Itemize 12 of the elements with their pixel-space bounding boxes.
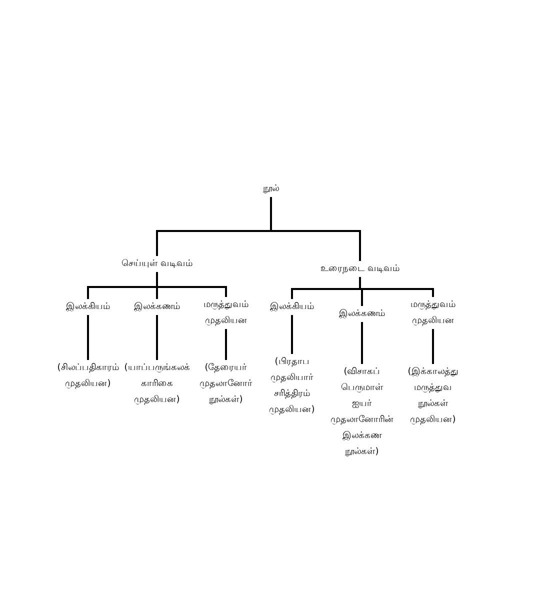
- connector-line: [361, 322, 363, 364]
- connector-line: [87, 315, 89, 360]
- connector-line: [432, 329, 434, 364]
- connector-line: [156, 272, 227, 297]
- node-label: (யாப்பருங்கலக் காரிகை முதலியன): [123, 360, 191, 408]
- connector-line: [270, 197, 361, 261]
- connector-line: [291, 315, 293, 354]
- node-label: (பிரதாப முதலியார் சரித்திரம் முதலியன): [268, 354, 316, 418]
- connector-line: [225, 329, 227, 360]
- connector-line: [156, 315, 158, 360]
- node-label: (சிலப்பதிகாரம் முதலியன): [56, 360, 120, 392]
- node-label: (இக்காலத்து மருத்துவ நூல்கள் முதலியன): [406, 364, 460, 428]
